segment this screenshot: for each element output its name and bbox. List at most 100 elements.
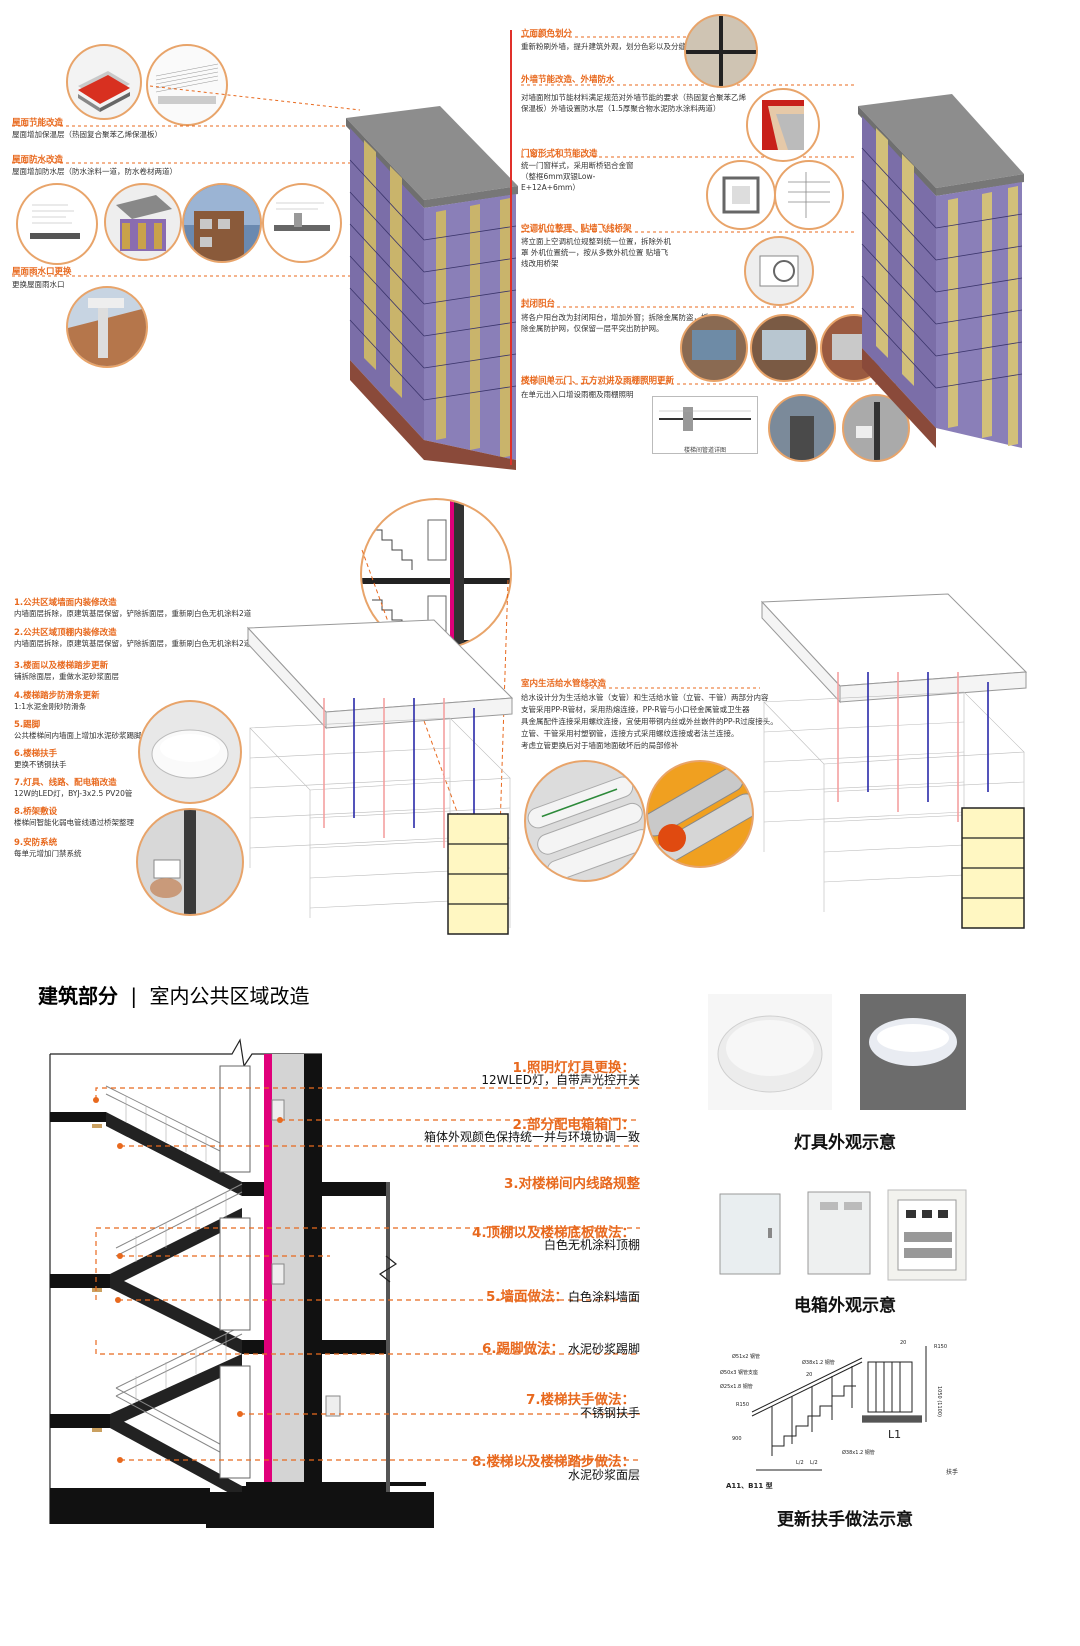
access-control-photo [150, 810, 196, 914]
steel-pipe-circle [646, 760, 754, 868]
handrail-dim-6: 900 [732, 1436, 742, 1442]
bottom-row-4: 5.墙面做法：白色涂料墙面 [486, 1285, 640, 1305]
rain-outlet-photo [68, 298, 146, 366]
mid-text-8: 每单元增加门禁系统 [14, 849, 82, 858]
top-left-title-2: 屋面雨水口更换 [12, 267, 72, 277]
lamp-on-illustration [860, 994, 966, 1110]
water-supply-text-4: 立管、干管采用衬塑钢管，连接方式采用螺纹连接或者法兰连接。 [521, 729, 739, 738]
mid-text-0: 内墙面层拆除，原建筑基层保留，铲除拆面层，重新刷白色无机涂料2道 [14, 609, 252, 618]
lamp-caption: 灯具外观示意 [794, 1133, 896, 1153]
roof-section-drawing [155, 63, 219, 104]
ppr-pipe-photo [527, 776, 644, 880]
steel-pipe-photo [648, 767, 752, 863]
mid-title-1: 2.公共区域顶棚内装修改造 [14, 628, 117, 638]
building-thumb-circle [104, 183, 182, 261]
handrail-dim-5: R150 [934, 1344, 947, 1350]
handrail-rail-label: 扶手 [946, 1468, 958, 1476]
pipe-detail-drawing [659, 407, 751, 431]
mid-text-1: 内墙面层拆除，原建筑基层保留，铲除拆面层，重新刷白色无机涂料2道 [14, 639, 252, 648]
mid-text-6: 12W的LED灯，BYJ-3x2.5 PV20管 [14, 789, 133, 798]
roof-photo [184, 185, 260, 261]
mid-title-6: 7.灯具、线路、配电箱改造 [14, 778, 117, 788]
ceiling-lamp-circle [138, 700, 242, 804]
electrical-boxes [719, 1189, 967, 1281]
top-right-title-1: 外墙节能改造、外墙防水 [521, 75, 615, 85]
water-supply-title: 室内生活给水管线改造 [521, 679, 607, 689]
water-supply-text-2: 支管采用PP-R管材，采用热熔连接，PP-R管与小口径金属管或卫生器 [521, 705, 750, 714]
bottom-text-7: 水泥砂浆面层 [567, 1468, 640, 1482]
waterproof-drawing [30, 204, 80, 239]
mid-title-8: 9.安防系统 [14, 838, 58, 848]
rain-outlet-photo-circle [66, 286, 148, 368]
handrail-dim-4: R150 [736, 1402, 749, 1408]
top-right-text-2: 统一门窗样式，采用断桥铝合金窗（整框6mm双银Low-E+12A+6mm） [521, 161, 634, 192]
lamp-photo-off [708, 994, 832, 1110]
mid-text-7: 楼梯间智能化弱电管线通过桥架整理 [14, 818, 134, 827]
top-right-title-3: 空调机位整理、贴墙飞线桥架 [521, 224, 632, 234]
bottom-text-4: 白色涂料墙面 [567, 1290, 640, 1304]
top-right-title-5: 楼梯间单元门、五方对讲及雨棚照明更新 [521, 376, 675, 386]
top-right-title-4: 封闭阳台 [521, 299, 556, 309]
mid-text-3: 1:1水泥金刚砂防滑条 [14, 702, 87, 711]
ceiling-lamp [151, 729, 229, 779]
heading-sep: | [130, 984, 138, 1008]
ppr-pipe-circle [524, 760, 646, 882]
stair-section-drawing [49, 1038, 434, 1528]
handrail-dim-2: Ø38x1.2 钢管 [802, 1359, 835, 1366]
bottom-title-5: 6.踢脚做法： [481, 1341, 564, 1357]
wall-layers [762, 100, 804, 150]
top-right-text-1: 对墙面附加节能材料满足规范对外墙节能的要求（热固复合聚苯乙烯保温板）外墙设置防水… [521, 93, 746, 113]
roof-drain-drawing [274, 202, 330, 231]
heading-bold: 建筑部分 [38, 984, 118, 1008]
building-axonometric-left [346, 106, 518, 470]
section-heading: 建筑部分 | 室内公共区域改造 [38, 980, 309, 1009]
mid-text-4: 公共楼梯间内墙面上增加水泥砂浆踢脚 [14, 731, 142, 740]
building-axonometric-right [858, 94, 1024, 448]
water-supply-leader [585, 687, 760, 689]
handrail-dim-9: 20 [900, 1340, 906, 1346]
mid-text-2: 铺拆除面层，重做水泥砂浆面层 [14, 672, 119, 681]
bottom-row-5: 6.踢脚做法：水泥砂浆踢脚 [482, 1337, 640, 1357]
pipe-detail-box: 楼梯间管道详图 [652, 396, 758, 454]
bottom-text-6: 不锈钢扶手 [579, 1406, 640, 1420]
handrail-l1: L1 [888, 1428, 901, 1441]
bottom-title-3: 4.顶棚以及楼梯底板做法： [471, 1225, 635, 1241]
water-supply-text-1: 给水设计分为生活给水管（支管）和生活给水管（立管、干管）两部分内容 [521, 693, 769, 702]
box-caption: 电箱外观示意 [794, 1296, 896, 1316]
handrail-model: A11、B11 型 [726, 1481, 773, 1490]
handrail-drawing: Ø51x2 钢管 Ø50x3 钢管支座 Ø38x1.2 钢管 Ø25x1.8 钢… [720, 1340, 958, 1490]
bottom-title-0: 1.照明灯灯具更换： [512, 1060, 635, 1076]
bottom-leaders [93, 1087, 640, 1463]
roof-waterproof-detail-circle [16, 183, 98, 265]
ac-unit [759, 255, 799, 287]
handrail-dim-11: L/2 [810, 1460, 818, 1466]
bottom-title-2: 3.对楼梯间内线路规整 [503, 1176, 640, 1192]
handrail-dim-0: Ø51x2 钢管 [732, 1353, 760, 1360]
pipe-detail-caption: 楼梯间管道详图 [683, 447, 726, 454]
top-left-text-2: 更换屋面雨水口 [12, 280, 65, 289]
wireframe-building-left [246, 619, 514, 935]
wall-insulation-circle [746, 88, 820, 162]
top-left-text-0: 屋面增加保温层（热固复合聚苯乙烯保温板） [12, 130, 162, 139]
top-right-title-0: 立面颜色划分 [521, 29, 573, 39]
roof-photo-circle [182, 183, 262, 263]
top-right-text-3: 将立面上空调机位规整到统一位置，拆除外机罩 外机位置统一，按从多数外机位置 贴墙… [521, 237, 671, 268]
top-right-text-4: 将各户阳台改为封闭阳台，增加外窗；拆除金属防盗，拆除金属防护网，仅保留一层平突出… [521, 313, 709, 333]
mid-title-3: 4.楼梯踏步防滑条更新 [14, 691, 100, 701]
bottom-text-1: 箱体外观颜色保持统一并与环境协调一致 [423, 1130, 640, 1144]
roof-layer-illustration [78, 71, 130, 112]
building-thumb [116, 195, 172, 251]
top-right-text-0: 重新粉刷外墙，提升建筑外观，划分色彩以及分缝 [521, 42, 686, 51]
bottom-title-4: 5.墙面做法： [485, 1289, 568, 1305]
balcony-photo-1 [680, 314, 748, 382]
bottom-text-0: 12WLED灯，自带声光控开关 [481, 1073, 640, 1087]
lamp-photo-on [860, 994, 966, 1110]
mid-title-4: 5.踢脚 [14, 720, 41, 730]
heading-rest: 室内公共区域改造 [149, 984, 310, 1008]
access-control-circle [136, 808, 244, 916]
top-left-text-1: 屋面增加防水层（防水涂料一道，防水卷材两道） [12, 167, 177, 176]
bottom-text-5: 水泥砂浆踢脚 [567, 1342, 640, 1356]
handrail-dim-12: Ø38x1.2 钢管 [842, 1449, 875, 1456]
top-left-title-0: 屋面节能改造 [12, 118, 64, 128]
mid-title-0: 1.公共区域墙面内装修改造 [14, 598, 117, 608]
